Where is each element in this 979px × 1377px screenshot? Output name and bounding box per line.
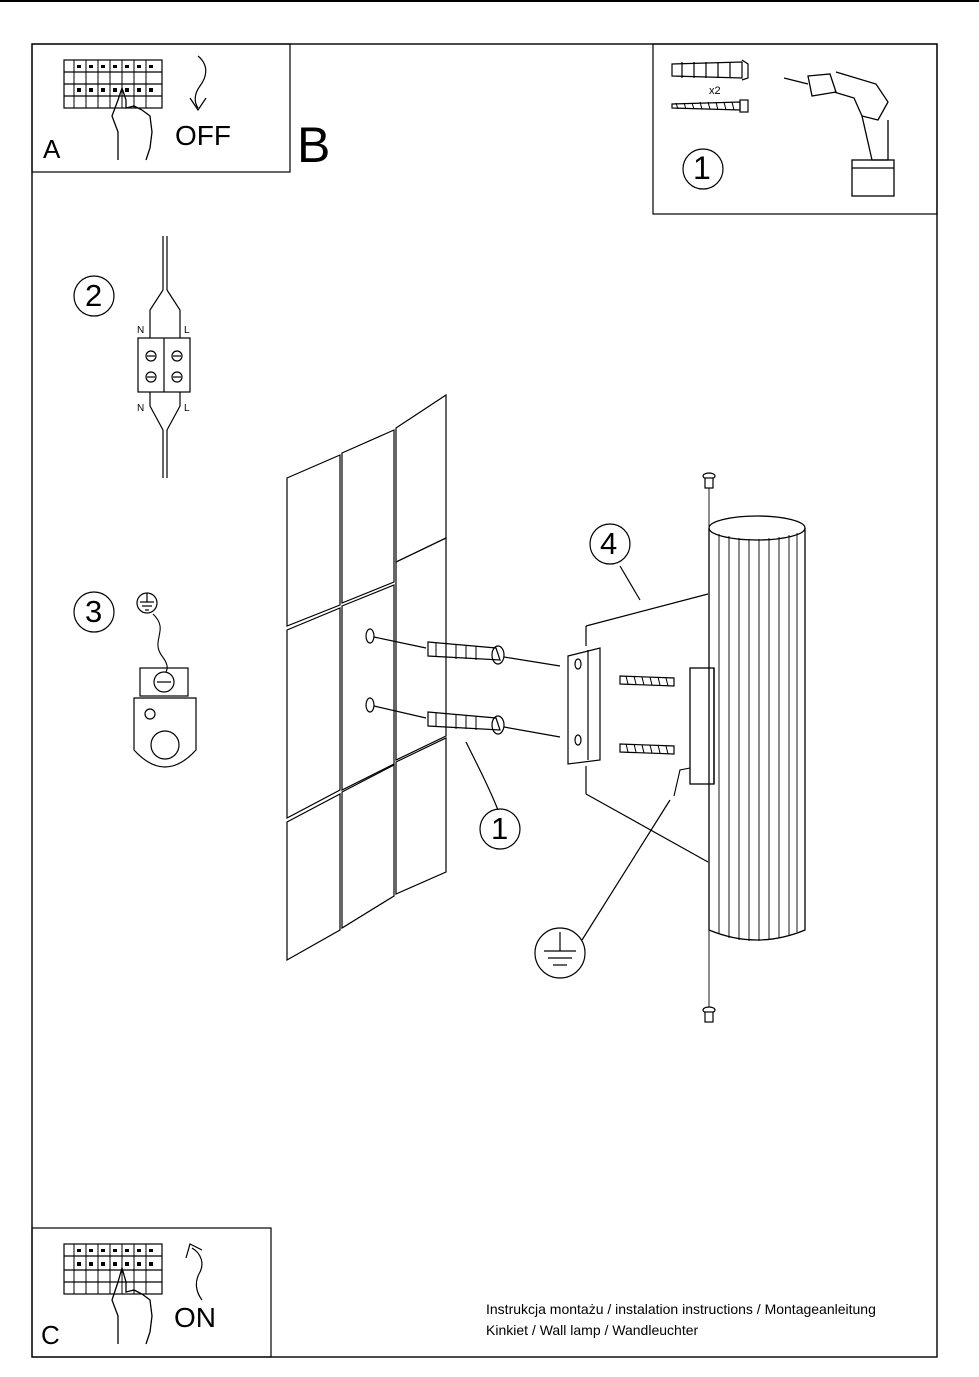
arrow-up-icon [191, 1247, 203, 1301]
wire-neutral-bottom: N [137, 403, 145, 414]
panel-a-state: OFF [175, 120, 231, 151]
bracket-icon [567, 647, 601, 765]
step-3-number: 3 [85, 594, 103, 629]
step-2-number: 2 [85, 278, 103, 313]
hand-icon-c [111, 1265, 153, 1345]
dowel-1 [427, 641, 505, 665]
breaker-panel-icon-c [63, 1243, 163, 1295]
panel-c-state: ON [174, 1302, 216, 1333]
tools-step-number: 1 [693, 150, 711, 186]
panel-c-letter: C [41, 1320, 60, 1350]
callout-dowels-number: 1 [491, 811, 509, 846]
panel-b-letter: B [297, 117, 331, 173]
screw-2 [619, 743, 675, 755]
callout-bracket-number: 4 [600, 526, 618, 561]
wire-live-bottom: L [184, 403, 190, 414]
drill-icon [783, 71, 895, 197]
screw-1 [619, 675, 675, 687]
footer-title-line1: Instrukcja montażu / instalation instruc… [486, 1301, 876, 1317]
panel-a-letter: A [43, 134, 61, 164]
wall-tiles [286, 393, 447, 962]
footer-title-line2: Kinkiet / Wall lamp / Wandleuchter [486, 1322, 699, 1338]
wire-live-top: L [184, 325, 190, 336]
earth-terminal-icon [133, 667, 197, 768]
earth-symbol-icon-large [534, 927, 586, 979]
screw-bottom-icon [702, 1006, 716, 1023]
earth-symbol-icon-small [136, 592, 158, 614]
lamp-icon [689, 515, 806, 941]
dowel-2 [427, 711, 505, 735]
screw-top-icon [702, 472, 716, 489]
arrow-down-icon [194, 55, 207, 109]
terminal-block-icon [137, 236, 191, 478]
hand-icon-a [111, 85, 153, 161]
tools-quantity: x2 [709, 85, 721, 97]
wire-neutral-top: N [137, 325, 145, 336]
wall-plug-icon [671, 59, 749, 81]
breaker-panel-icon-a [63, 59, 163, 109]
screw-icon [671, 99, 749, 113]
